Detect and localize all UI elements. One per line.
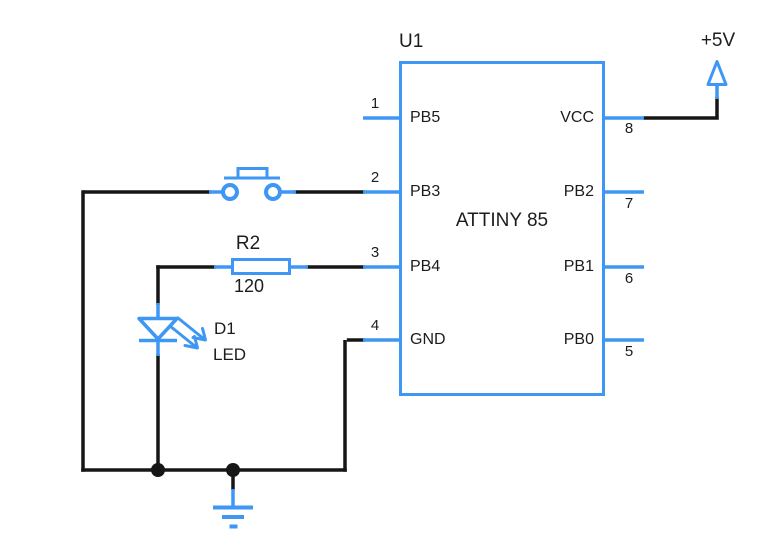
pin-label-gnd: GND <box>410 331 446 348</box>
pin-number-7: 7 <box>624 195 634 212</box>
ic-outline[interactable] <box>399 61 605 396</box>
pin-label-pb3: PB3 <box>410 183 441 200</box>
led-arrow-2-head <box>183 335 199 350</box>
led-name-label: LED <box>213 345 247 364</box>
led-arrow-1-head <box>191 327 207 342</box>
ic-ref-label: U1 <box>399 31 424 52</box>
pin-label-pb5: PB5 <box>410 109 441 126</box>
pushbutton-actuator <box>224 167 280 180</box>
led-light-arrows <box>168 316 207 350</box>
pin-stubs <box>156 83 719 506</box>
pin-number-2: 2 <box>370 169 380 186</box>
resistor-r2-symbol[interactable] <box>231 258 291 275</box>
pin-label-pb1: PB1 <box>563 258 594 275</box>
pushbutton-terminal-left <box>221 183 239 201</box>
led-anode-triangle <box>137 316 179 341</box>
power-5v-label: +5V <box>700 30 736 51</box>
power-arrow <box>706 60 728 86</box>
ground-symbol[interactable] <box>213 505 253 529</box>
pin-label-pb0: PB0 <box>563 331 594 348</box>
pin-number-3: 3 <box>370 244 380 261</box>
resistor-ref-label: R2 <box>235 233 261 254</box>
power-5v-symbol[interactable] <box>706 60 728 86</box>
resistor-value-label: 120 <box>233 276 265 296</box>
pin-number-5: 5 <box>624 343 634 360</box>
pin-number-1: 1 <box>370 95 380 112</box>
junction-dot-ground <box>226 463 240 477</box>
ic-attiny85-symbol[interactable] <box>399 61 605 396</box>
pin-label-pb2: PB2 <box>563 183 594 200</box>
junction-dots <box>151 463 240 477</box>
pin-label-pb4: PB4 <box>410 258 441 275</box>
junction-dot-led <box>151 463 165 477</box>
pushbutton-terminal-right <box>264 183 282 201</box>
wires <box>81 97 719 490</box>
led-d1-symbol[interactable] <box>137 316 207 350</box>
ic-part-label: ATTINY 85 <box>455 210 549 231</box>
led-ref-label: D1 <box>214 319 236 338</box>
led-arrow-2 <box>168 324 198 349</box>
pushbutton-symbol[interactable] <box>221 167 282 201</box>
pin-number-6: 6 <box>624 270 634 287</box>
pin-number-8: 8 <box>624 120 634 137</box>
pin-label-vcc: VCC <box>560 109 594 126</box>
resistor-body <box>231 258 291 275</box>
pin-number-4: 4 <box>370 317 380 334</box>
led-arrow-1 <box>176 316 206 341</box>
